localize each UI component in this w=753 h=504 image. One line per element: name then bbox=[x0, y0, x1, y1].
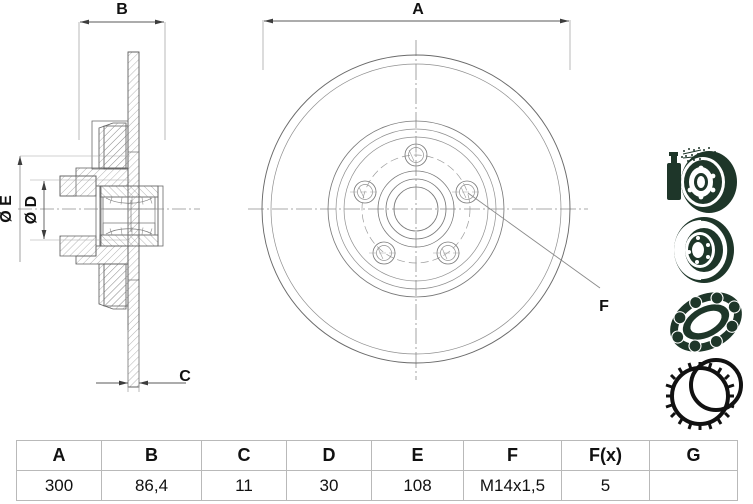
label-dimension-a: A bbox=[412, 1, 424, 18]
label-dimension-b: B bbox=[116, 1, 128, 18]
abs-toothed-ring bbox=[665, 362, 735, 430]
label-dimension-d: Ø D bbox=[23, 196, 40, 224]
label-dimension-f: F bbox=[599, 298, 609, 315]
table-header-row: A B C D E F F(x) G bbox=[16, 440, 738, 471]
hub-center-mid bbox=[385, 178, 447, 240]
table-value-row: 300 86,4 11 30 108 M14x1,5 5 bbox=[16, 470, 738, 501]
header-cell-f: F bbox=[463, 440, 562, 471]
header-cell-fx: F(x) bbox=[561, 440, 650, 471]
header-cell-g: G bbox=[649, 440, 738, 471]
disc-friction-inner bbox=[270, 63, 562, 355]
disc-plate-section bbox=[127, 51, 140, 388]
product-thumbnails bbox=[665, 147, 743, 430]
header-cell-d: D bbox=[286, 440, 372, 471]
hub-bell-inner bbox=[343, 136, 489, 282]
label-dimension-c: C bbox=[179, 368, 191, 385]
thumbnail-brake-disc bbox=[674, 217, 734, 283]
value-cell-e: 108 bbox=[371, 470, 464, 501]
thumbnail-abs-ring bbox=[665, 358, 743, 430]
cross-section-view bbox=[17, 19, 200, 392]
drawing-svg: B A C F Ø E Ø D bbox=[0, 1, 743, 430]
hub-bell-step bbox=[335, 128, 497, 290]
header-cell-e: E bbox=[371, 440, 464, 471]
bolt-holes bbox=[350, 140, 482, 265]
value-cell-f: M14x1,5 bbox=[463, 470, 562, 501]
dimension-a bbox=[262, 18, 571, 70]
leader-line-f bbox=[467, 192, 601, 289]
technical-drawing-canvas: B A C F Ø E Ø D bbox=[0, 1, 743, 430]
value-cell-c: 11 bbox=[201, 470, 287, 501]
abs-plain-ring bbox=[689, 358, 743, 412]
value-cell-g bbox=[649, 470, 738, 501]
hub-bell-outer bbox=[327, 120, 505, 298]
value-cell-d: 30 bbox=[286, 470, 372, 501]
thumbnail-ball-bearing bbox=[670, 291, 742, 353]
dimension-b bbox=[78, 19, 166, 140]
disc-face-view bbox=[248, 18, 601, 380]
disc-outer-circle bbox=[261, 54, 571, 364]
dimension-c bbox=[96, 330, 186, 392]
header-cell-c: C bbox=[201, 440, 287, 471]
header-cell-b: B bbox=[101, 440, 202, 471]
thumbnail-spray-can-and-disc bbox=[667, 147, 737, 213]
hub-center-outer bbox=[377, 170, 455, 248]
value-cell-a: 300 bbox=[16, 470, 102, 501]
header-cell-a: A bbox=[16, 440, 102, 471]
value-cell-b: 86,4 bbox=[101, 470, 202, 501]
specification-table: A B C D E F F(x) G 300 86,4 11 30 108 M1… bbox=[16, 440, 738, 501]
label-dimension-e: Ø E bbox=[0, 195, 15, 223]
value-cell-fx: 5 bbox=[561, 470, 650, 501]
hub-center-bore bbox=[393, 186, 439, 232]
